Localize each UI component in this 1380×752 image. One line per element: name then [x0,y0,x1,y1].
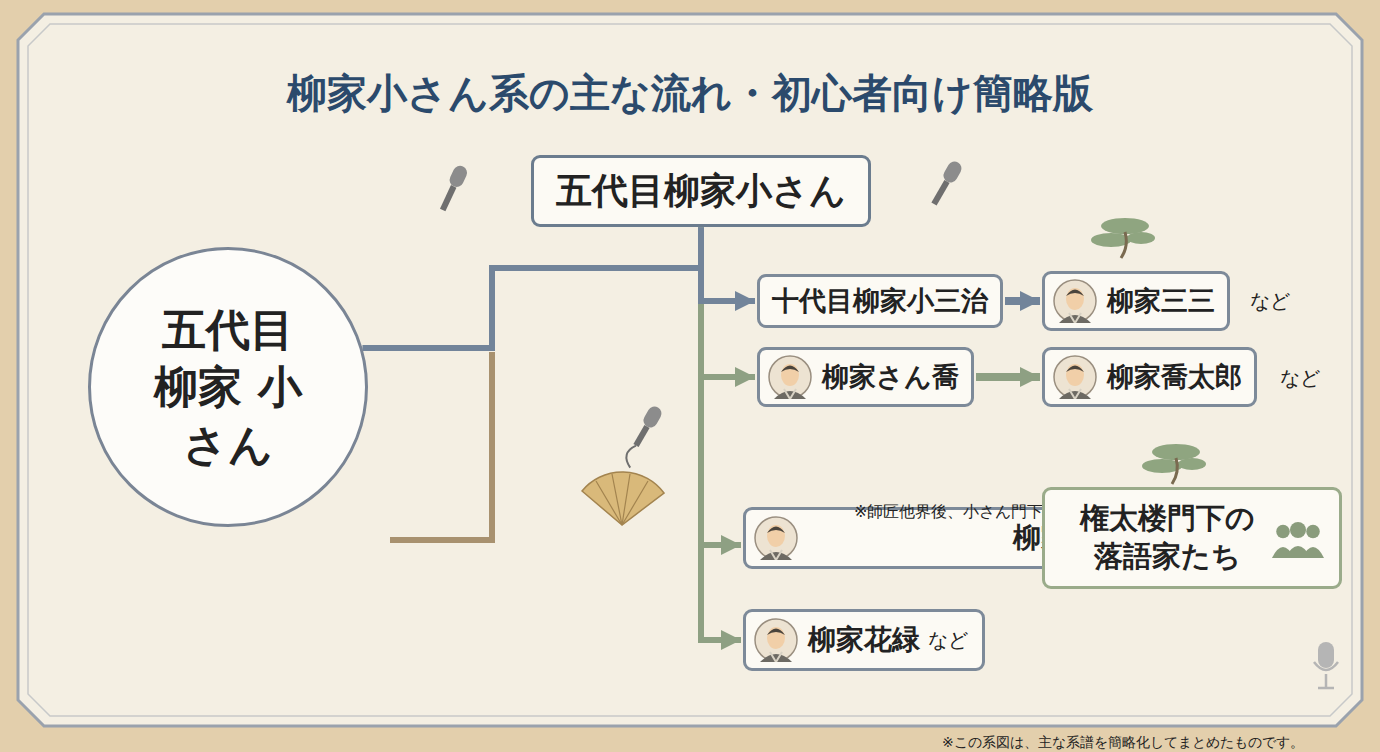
node-text: 十代目柳家小三治 [772,283,988,318]
lineage-box: 柳家花緑など [743,609,985,671]
node-text: 柳家花緑 [808,622,920,658]
face-icon [1066,290,1084,297]
face-icon [1069,313,1081,323]
folding-fan-icon [582,472,664,525]
root-circle: 五代目 柳家 小さん [88,247,368,527]
face-icon [755,517,797,559]
face-icon [1053,355,1097,399]
pine-tree-icon [1142,444,1206,484]
microphone-icon [633,425,649,447]
face-icon [1066,364,1084,386]
people-icon [1276,525,1290,539]
pine-tree-icon [1121,232,1126,258]
pine-tree-icon [1127,232,1155,244]
note-text: ※師匠他界後、小さん門下へ [854,502,1059,523]
face-icon [781,366,799,373]
face-icon [1066,288,1084,310]
lineage-connector [976,373,1040,381]
node-text: 五代目 柳家 小さん [149,301,307,473]
microphone-icon [1314,662,1338,688]
pine-tree-icon [1091,218,1155,258]
microphone-icon [436,163,469,212]
lineage-connector [362,227,701,348]
microphone-icon [1318,642,1334,668]
diagram-title: 柳家小さん系の主な流れ・初心者向け簡略版 [0,66,1380,121]
lineage-box: 権太楼門下の 落語家たち [1042,487,1342,588]
people-icon [1306,525,1320,539]
pine-tree-icon [1178,458,1206,470]
node-text: 五代目柳家小さん [556,168,846,215]
lineage-connector [701,227,741,640]
face-icon [770,550,782,560]
lineage-box: 十代目柳家小三治 [757,274,1003,327]
face-icon [770,652,782,662]
people-icon [1285,546,1311,558]
microphone-icon [931,180,949,206]
lineage-connector [701,227,741,545]
face-icon [767,627,785,649]
people-icon [1290,522,1306,538]
face-icon [1066,366,1084,373]
pine-tree-icon [1152,444,1200,460]
microphone-icon [619,404,664,468]
lineage-connector [701,227,755,301]
lineage-box: 柳家喬太郎 [1042,347,1257,407]
paper-inner-line [28,24,1352,716]
people-icon [1269,518,1327,558]
node-text: 柳家三三 [1107,283,1215,318]
microphone-icon [447,163,469,189]
face-icon [1053,279,1097,323]
face-icon [767,525,785,547]
lineage-branch-line [390,352,492,540]
face-icon [754,618,798,662]
face-icon [784,389,796,399]
face-icon [1054,356,1096,398]
lineage-connector [1005,297,1040,305]
microphone-icon [1314,642,1338,688]
microphone-icon [928,159,964,208]
face-icon [1069,389,1081,399]
face-icon [755,619,797,661]
lineage-box: 柳家三三 [1042,271,1230,331]
face-icon [767,629,785,636]
footnote: ※この系図は、主な系譜を簡略化してまとめたものです。 [942,734,1304,752]
pine-tree-icon [1101,218,1149,234]
node-text: 柳家さん喬 [822,359,959,394]
etc-label: など [1250,288,1290,315]
lineage-box: 五代目柳家小さん [531,155,871,228]
face-icon [767,527,785,534]
node-text: 権太楼門下の 落語家たち [1075,500,1261,575]
folding-fan-icon [596,474,648,525]
node-text: など [928,627,968,653]
microphone-icon [622,444,642,468]
microphone-icon [440,185,456,211]
etc-label: など [1280,365,1320,392]
node-text: 柳家喬太郎 [1107,359,1242,394]
paper-panel [18,14,1362,726]
lineage-box: 柳家さん喬 [757,347,974,407]
face-icon [781,364,799,386]
face-icon [754,516,798,560]
folding-fan-icon [582,472,664,525]
face-icon [768,355,812,399]
face-icon [1054,280,1096,322]
pine-tree-icon [1172,458,1177,484]
lineage-connector [701,227,755,377]
face-icon [769,356,811,398]
